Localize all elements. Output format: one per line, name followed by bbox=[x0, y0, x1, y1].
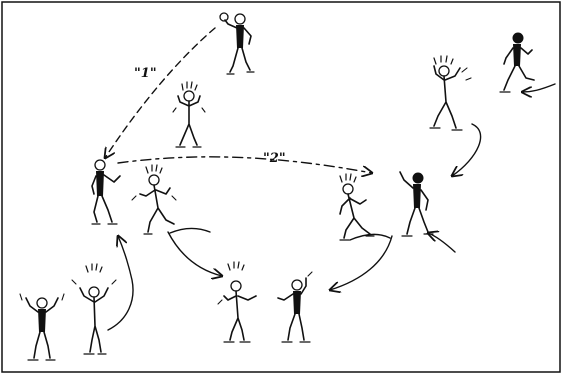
pass-2-label: "2" bbox=[263, 151, 286, 166]
run-arrow-top-right bbox=[452, 123, 482, 176]
player-mid-upper bbox=[172, 81, 206, 148]
run-arrow-right-down bbox=[330, 235, 393, 290]
player-top-right-runner bbox=[499, 32, 535, 93]
run-arrow-right-in bbox=[428, 233, 456, 253]
pass-2-arrow bbox=[117, 156, 372, 173]
pass-1-label: "1" bbox=[134, 66, 157, 81]
run-arrow-top-right-in bbox=[522, 83, 556, 92]
player-right-mid bbox=[399, 171, 434, 237]
ball-icon bbox=[219, 12, 229, 22]
player-left-mid bbox=[91, 159, 121, 225]
player-bottom-left-b bbox=[71, 263, 117, 355]
run-arrow-mid-right-back bbox=[349, 233, 391, 241]
player-center-running bbox=[131, 164, 177, 235]
run-arrow-left-up bbox=[107, 236, 134, 331]
player-bottom-center-b bbox=[277, 271, 313, 343]
run-arrow-center-down bbox=[167, 231, 222, 276]
player-top-right-cheering bbox=[429, 55, 472, 131]
pass-1-arrow bbox=[105, 27, 216, 158]
player-top-with-ball bbox=[219, 12, 255, 75]
player-bottom-center-a bbox=[217, 261, 257, 343]
player-bottom-left-a bbox=[19, 293, 65, 361]
run-arrow-center-back bbox=[169, 227, 211, 234]
player-mid-right bbox=[339, 173, 375, 241]
